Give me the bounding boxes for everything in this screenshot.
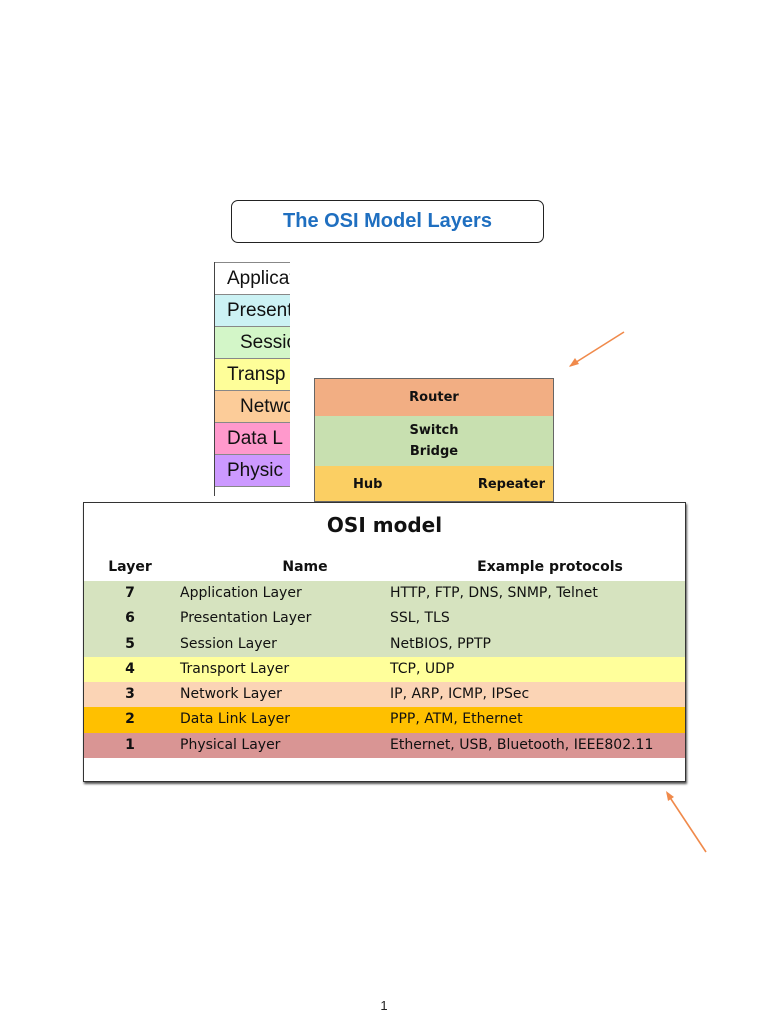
row-name: Presentation Layer [180, 610, 312, 627]
header-protocols: Example protocols [477, 559, 623, 575]
table-row: 3 Network Layer IP, ARP, ICMP, IPSec [84, 682, 685, 708]
table-row: 2 Data Link Layer PPP, ATM, Ethernet [84, 707, 685, 733]
stack-layer: Netwo [215, 390, 290, 423]
row-layer: 5 [125, 635, 135, 652]
hub-label: Hub [353, 477, 383, 492]
table-row: 6 Presentation Layer SSL, TLS [84, 606, 685, 632]
router-row: Router [315, 379, 553, 416]
network-devices-box: Router Switch Bridge Hub Repeater [314, 378, 554, 502]
row-name: Network Layer [180, 686, 282, 703]
header-layer: Layer [108, 559, 152, 575]
stack-layer: Sessio [215, 326, 290, 359]
arrow-icon [569, 331, 625, 367]
row-protocols: Ethernet, USB, Bluetooth, IEEE802.11 [390, 736, 654, 753]
row-name: Data Link Layer [180, 711, 291, 728]
osi-table-title: OSI model [326, 513, 443, 537]
row-layer: 3 [125, 686, 135, 703]
bridge-label: Bridge [409, 444, 459, 459]
row-protocols: HTTP, FTP, DNS, SNMP, Telnet [390, 585, 598, 601]
stack-layer: Applicat [215, 262, 290, 295]
row-name: Transport Layer [180, 660, 290, 677]
header-name: Name [282, 559, 328, 575]
stack-layer: Physic [215, 454, 290, 487]
diagram-title: The OSI Model Layers [231, 200, 544, 243]
table-row: 7 Application Layer HTTP, FTP, DNS, SNMP, … [84, 581, 685, 607]
row-name: Application Layer [180, 585, 302, 601]
row-layer: 2 [125, 711, 135, 728]
row-protocols: PPP, ATM, Ethernet [390, 711, 523, 728]
table-row: 5 Session Layer NetBIOS, PPTP [84, 631, 685, 657]
router-label: Router [409, 390, 459, 405]
row-layer: 7 [125, 585, 135, 601]
stack-layer: Presenta [215, 294, 290, 327]
row-name: Physical Layer [180, 736, 281, 753]
row-name: Session Layer [180, 635, 277, 652]
row-protocols: TCP, UDP [390, 660, 455, 677]
osi-table-header: Layer Name Example protocols [84, 559, 685, 579]
arrow-icon [666, 791, 707, 853]
table-row: 4 Transport Layer TCP, UDP [84, 656, 685, 683]
row-layer: 6 [125, 610, 135, 627]
row-layer: 1 [125, 736, 135, 753]
hub-repeater-row: Hub Repeater [315, 466, 553, 501]
page-number: 1 [380, 998, 388, 1013]
table-row: 1 Physical Layer Ethernet, USB, Bluetooth,… [84, 732, 685, 759]
osi-table-rows: 7 Application Layer HTTP, FTP, DNS, SNMP, … [84, 581, 685, 759]
stack-layer: Transp [215, 358, 290, 391]
stack-layer: Data L [215, 422, 290, 455]
row-protocols: SSL, TLS [390, 610, 450, 627]
osi-layer-stack: ApplicatPresentaSessioTranspNetwoData LP… [214, 262, 290, 496]
repeater-label: Repeater [477, 477, 545, 492]
row-layer: 4 [125, 660, 135, 677]
switch-bridge-row: Switch Bridge [315, 416, 553, 466]
row-protocols: NetBIOS, PPTP [390, 635, 491, 652]
osi-model-table: OSI model Layer Name Example protocols 7… [83, 502, 686, 782]
row-protocols: IP, ARP, ICMP, IPSec [390, 686, 530, 703]
switch-label: Switch [409, 423, 459, 438]
